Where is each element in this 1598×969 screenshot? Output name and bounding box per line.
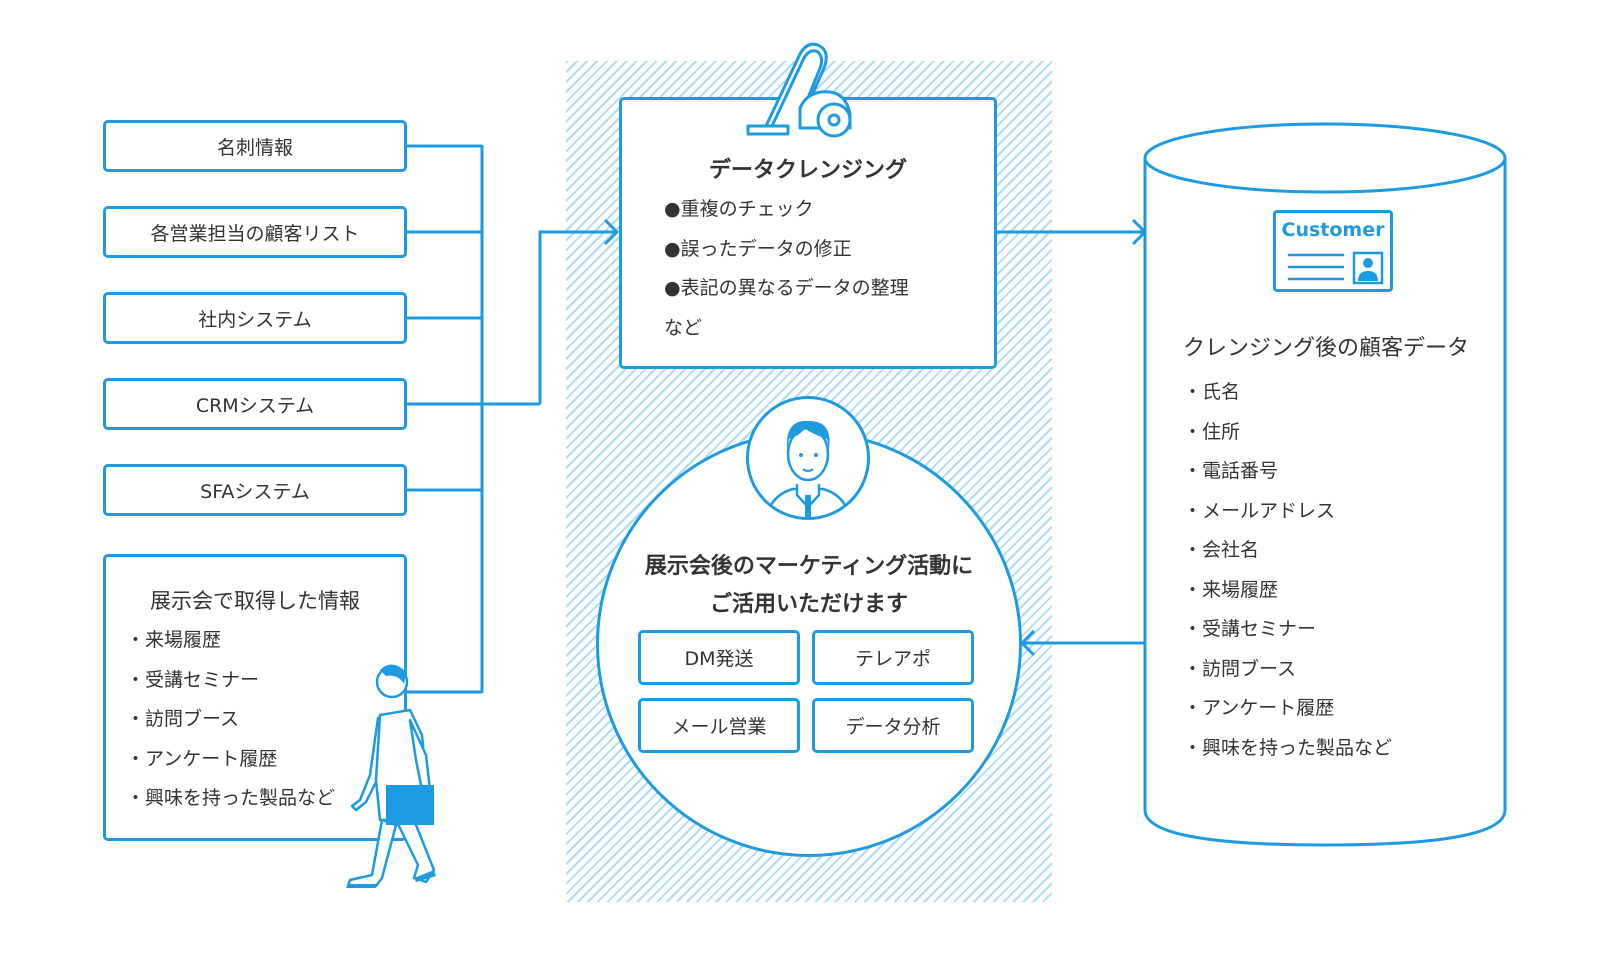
customer-card-details-icon: [1288, 251, 1384, 285]
activity-label: データ分析: [845, 716, 941, 738]
list-item: ・氏名: [1183, 381, 1241, 403]
list-item: ・来場履歴: [126, 629, 222, 651]
source-sfa-system: SFAシステム: [103, 464, 407, 516]
usage-title-line2: ご活用いただけます: [709, 592, 908, 617]
source-crm-system: CRMシステム: [103, 378, 407, 430]
source-label: 各営業担当の顧客リスト: [150, 222, 360, 245]
list-item: ・アンケート履歴: [126, 747, 278, 770]
list-item: ●表記の異なるデータの整理: [664, 277, 909, 299]
usage-title: 展示会後のマーケティング活動に ご活用いただけます: [596, 548, 1022, 624]
source-label: SFAシステム: [200, 480, 310, 503]
source-internal-system: 社内システム: [103, 292, 407, 344]
expo-title: 展示会で取得した情報: [150, 589, 360, 613]
customer-database-cylinder: [1143, 122, 1507, 847]
list-item: ・アンケート履歴: [1183, 697, 1335, 719]
customer-card-label: Customer: [1281, 219, 1385, 241]
list-item: ・受講セミナー: [1183, 618, 1317, 640]
briefcase-icon: [386, 785, 434, 825]
business-person-icon: [765, 420, 851, 517]
expo-item-list: ・来場履歴 ・受講セミナー ・訪問ブース ・アンケート履歴 ・興味を持った製品な…: [126, 621, 335, 819]
database-item-list: ・氏名 ・住所 ・電話番号 ・メールアドレス ・会社名 ・来場履歴 ・受講セミナ…: [1183, 373, 1392, 768]
cleansing-item-list: ●重複のチェック ●誤ったデータの修正 ●表記の異なるデータの整理 など: [664, 190, 909, 348]
list-item: ・会社名: [1183, 539, 1260, 561]
list-item: ・来場履歴: [1183, 578, 1279, 601]
list-item: ・訪問ブース: [126, 708, 240, 730]
usage-title-line1: 展示会後のマーケティング活動に: [644, 554, 974, 579]
list-item: ●重複のチェック: [664, 198, 814, 220]
database-title: クレンジング後の顧客データ: [1183, 336, 1470, 361]
customer-card-icon: Customer: [1273, 210, 1393, 292]
cleansing-title: データクレンジング: [708, 158, 907, 183]
walking-businessman-icon: [346, 664, 436, 888]
activity-email-sales[interactable]: メール営業: [638, 698, 800, 753]
source-label: 社内システム: [198, 308, 312, 331]
activity-label: DM発送: [684, 648, 754, 670]
vacuum-cleaner-icon: [746, 42, 852, 138]
list-item: ・メールアドレス: [1183, 499, 1336, 522]
arrowhead-to-cleansing: [603, 218, 620, 246]
activity-telemarketing[interactable]: テレアポ: [812, 630, 974, 685]
connector-to-cleansing: [538, 230, 617, 404]
source-sales-customer-lists: 各営業担当の顧客リスト: [103, 206, 407, 258]
source-label: CRMシステム: [195, 394, 315, 417]
source-label: 名刺情報: [216, 136, 293, 159]
activity-dm-sending[interactable]: DM発送: [638, 630, 800, 685]
list-item: ・訪問ブース: [1183, 657, 1297, 680]
activity-label: メール営業: [671, 716, 767, 738]
list-item: ・住所: [1183, 420, 1241, 443]
arrowhead-to-usage: [1019, 629, 1036, 657]
source-expo-info: 展示会で取得した情報 ・来場履歴 ・受講セミナー ・訪問ブース ・アンケート履歴…: [103, 554, 407, 841]
list-item: ・興味を持った製品など: [126, 787, 336, 809]
activity-data-analysis[interactable]: データ分析: [812, 698, 974, 753]
list-item: ・興味を持った製品など: [1183, 736, 1393, 759]
business-person-avatar: [746, 396, 870, 520]
activity-label: テレアポ: [854, 648, 931, 670]
list-item: など: [664, 316, 703, 339]
list-item: ・受講セミナー: [126, 668, 260, 691]
list-item: ●誤ったデータの修正: [664, 237, 852, 260]
source-business-cards: 名刺情報: [103, 120, 407, 172]
list-item: ・電話番号: [1183, 460, 1279, 482]
